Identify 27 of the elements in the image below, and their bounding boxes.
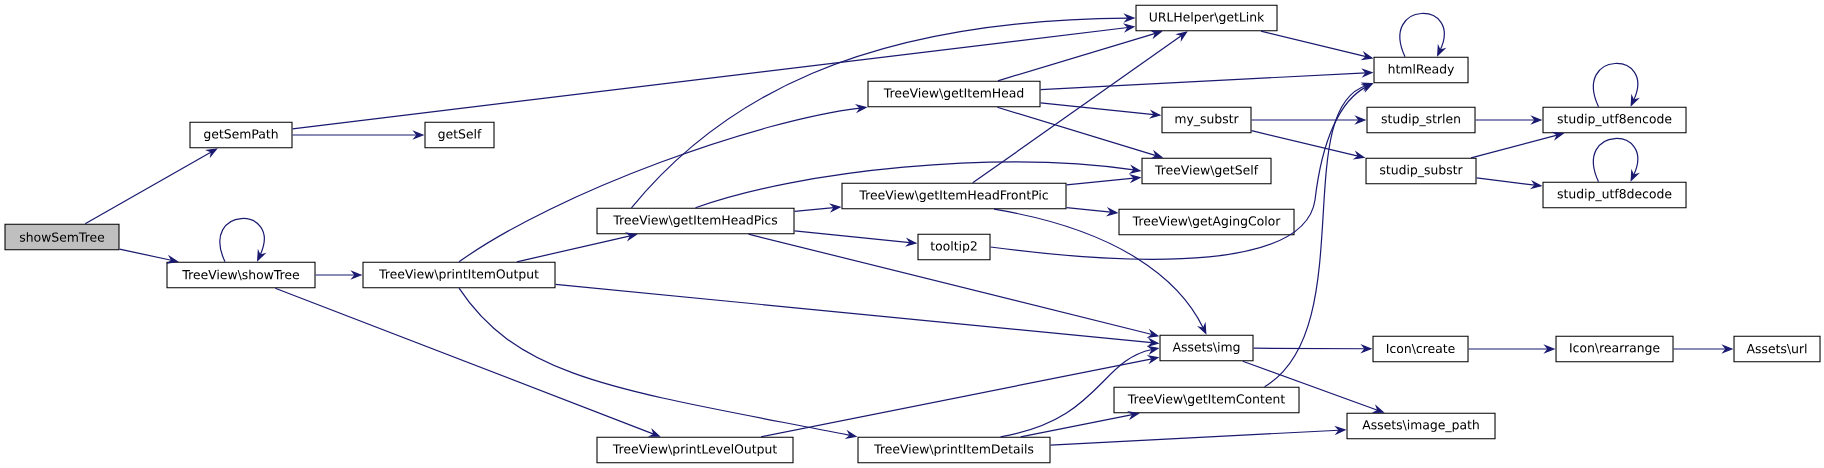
function-box: studip_substr (1365, 157, 1477, 185)
function-box: Icon\create (1372, 335, 1469, 363)
function-box: TreeView\getItemContent (1113, 386, 1300, 414)
function-box: Assets\img (1159, 334, 1254, 362)
function-box: TreeView\showTree (166, 261, 316, 289)
function-box: Assets\image_path (1346, 412, 1496, 440)
arrow (219, 217, 267, 263)
function-box: tooltip2 (917, 233, 991, 261)
function-box: TreeView\printLevelOutput (596, 436, 794, 464)
arrow (1593, 137, 1640, 183)
function-box: URLHelper\getLink (1135, 4, 1278, 32)
function-box: studip_utf8encode (1542, 106, 1687, 134)
function-box: TreeView\printItemOutput (362, 261, 556, 289)
arrow (1593, 62, 1640, 108)
function-box: getSemPath (189, 121, 293, 149)
function-box: TreeView\printItemDetails (857, 436, 1051, 464)
function-box: htmlReady (1373, 56, 1469, 84)
function-box: Icon\rearrange (1555, 335, 1674, 363)
function-box: studip_strlen (1366, 106, 1476, 134)
function-box: Assets\url (1733, 335, 1821, 363)
function-box: studip_utf8decode (1542, 181, 1687, 209)
function-box: TreeView\getItemHeadPics (596, 207, 795, 235)
function-box: TreeView\getSelf (1141, 157, 1272, 185)
arrow (1399, 12, 1447, 58)
function-box: my_substr (1161, 106, 1252, 134)
function-box: showSemTree (4, 223, 120, 251)
function-box: getSelf (424, 121, 495, 149)
